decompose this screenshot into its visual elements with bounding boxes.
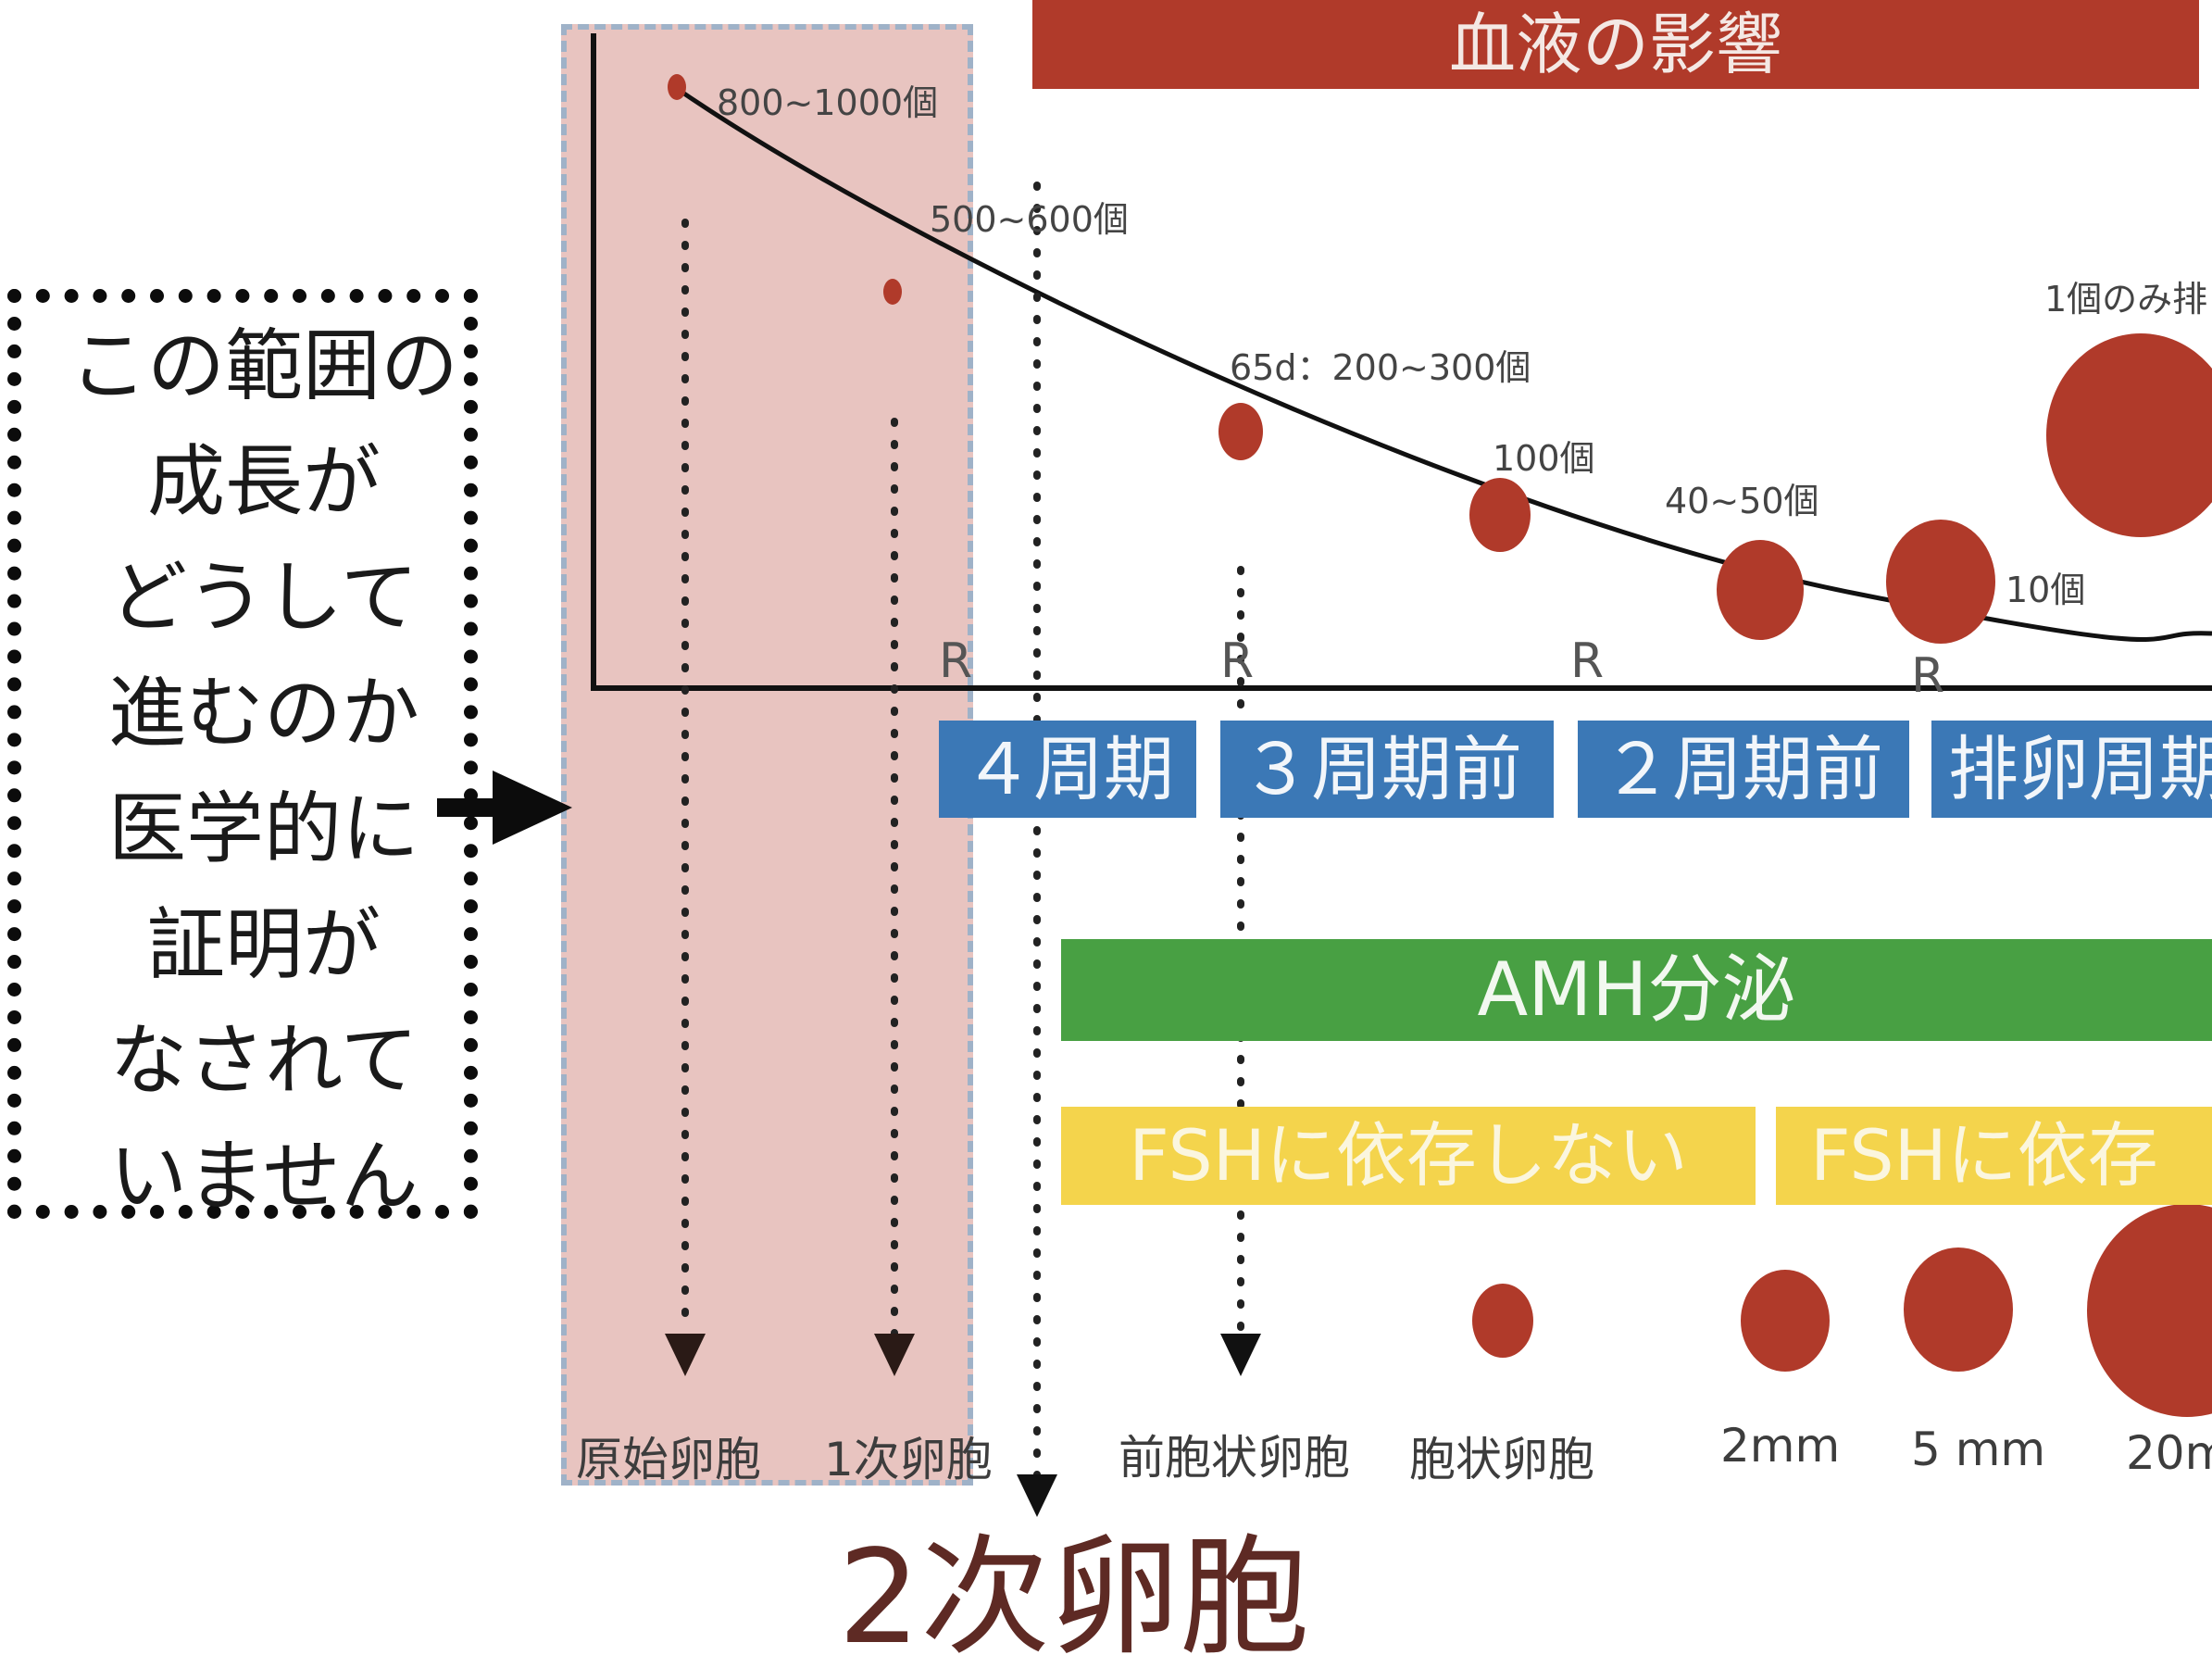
fsh-dependent-label: FSHに依存 <box>1810 1114 2158 1197</box>
phase-box-4 <box>939 721 1196 818</box>
phase-3: ３周期前 <box>1241 728 1522 810</box>
phase-ovulation: 排卵周期 <box>1948 728 2212 810</box>
arrow-right-icon <box>437 771 572 845</box>
stage-primordial: 原始卵胞 <box>576 1433 761 1486</box>
fsh-dependent-bar <box>1776 1107 2212 1205</box>
count-65d: 65d：200~300個 <box>1230 347 1531 388</box>
r-marker-3: R <box>1570 633 1605 689</box>
note-line: どうして <box>109 552 419 643</box>
note-box: この範囲の 成長が どうして 進むのか 医学的に 証明が なされて いません <box>7 289 478 1222</box>
note-line: 証明が <box>146 899 381 990</box>
amh-label: AMH分泌 <box>1477 947 1796 1033</box>
count-500: 500~600個 <box>930 199 1129 240</box>
phase-2: ２周期前 <box>1602 728 1883 810</box>
count-100: 100個 <box>1493 438 1595 479</box>
phase-4: ４周期 <box>963 728 1174 810</box>
secondary-follicle-label: 2次卵胞 <box>838 1523 1310 1674</box>
follicle-5mm <box>1904 1247 2013 1372</box>
stage-5mm: 5 mm <box>1911 1423 2046 1476</box>
follicle-65d <box>1218 403 1263 460</box>
arrowhead-secondary <box>1017 1474 1057 1517</box>
phase-box-3 <box>1220 721 1554 818</box>
stage-primary: 1次卵胞 <box>824 1433 993 1486</box>
highlight-region <box>561 24 973 1486</box>
stage-preantral: 前胞状卵胞 <box>1118 1431 1350 1485</box>
fsh-independent-label: FSHに依存しない <box>1129 1114 1688 1197</box>
count-800: 800~1000個 <box>717 82 939 123</box>
note-line: 進むのか <box>107 668 419 759</box>
follicle-20mm <box>2087 1204 2212 1417</box>
r-marker-4: R <box>1911 648 1945 704</box>
stage-2mm: 2mm <box>1720 1419 1841 1473</box>
title-text: 血液の影響 <box>1448 6 1782 83</box>
arrowhead-preantral <box>1220 1334 1261 1376</box>
arrowhead-primary <box>874 1334 915 1376</box>
decline-curve <box>674 85 2212 643</box>
follicle-800 <box>668 74 686 100</box>
note-line: 成長が <box>146 436 381 527</box>
note-line: いません <box>109 1131 419 1222</box>
follicle-500 <box>883 279 902 305</box>
amh-bar <box>1061 939 2212 1041</box>
phase-box-2 <box>1578 721 1909 818</box>
follicle-1 <box>2046 333 2212 537</box>
follicle-40 <box>1717 540 1804 640</box>
note-line: この範囲の <box>69 320 458 411</box>
stage-antral: 胞状卵胞 <box>1409 1433 1594 1486</box>
note-line: なされて <box>109 1015 419 1106</box>
follicle-decline-chart <box>591 33 2212 1517</box>
arrowhead-primordial <box>665 1334 706 1376</box>
count-1: 1個のみ排 <box>2044 279 2208 320</box>
count-40: 40~50個 <box>1665 481 1819 521</box>
follicle-antral <box>1472 1284 1533 1358</box>
note-line: 医学的に <box>107 784 419 874</box>
follicle-100 <box>1469 478 1531 552</box>
follicle-2mm <box>1741 1270 1830 1372</box>
r-marker-1: R <box>939 633 973 689</box>
title-banner <box>1032 0 2199 89</box>
fsh-independent-bar <box>1061 1107 1756 1205</box>
follicle-10 <box>1886 520 1995 644</box>
stage-20mm: 20m <box>2126 1426 2212 1480</box>
phase-box-ov <box>1931 721 2212 818</box>
count-10: 10個 <box>2006 570 2086 610</box>
r-marker-2: R <box>1220 633 1255 689</box>
